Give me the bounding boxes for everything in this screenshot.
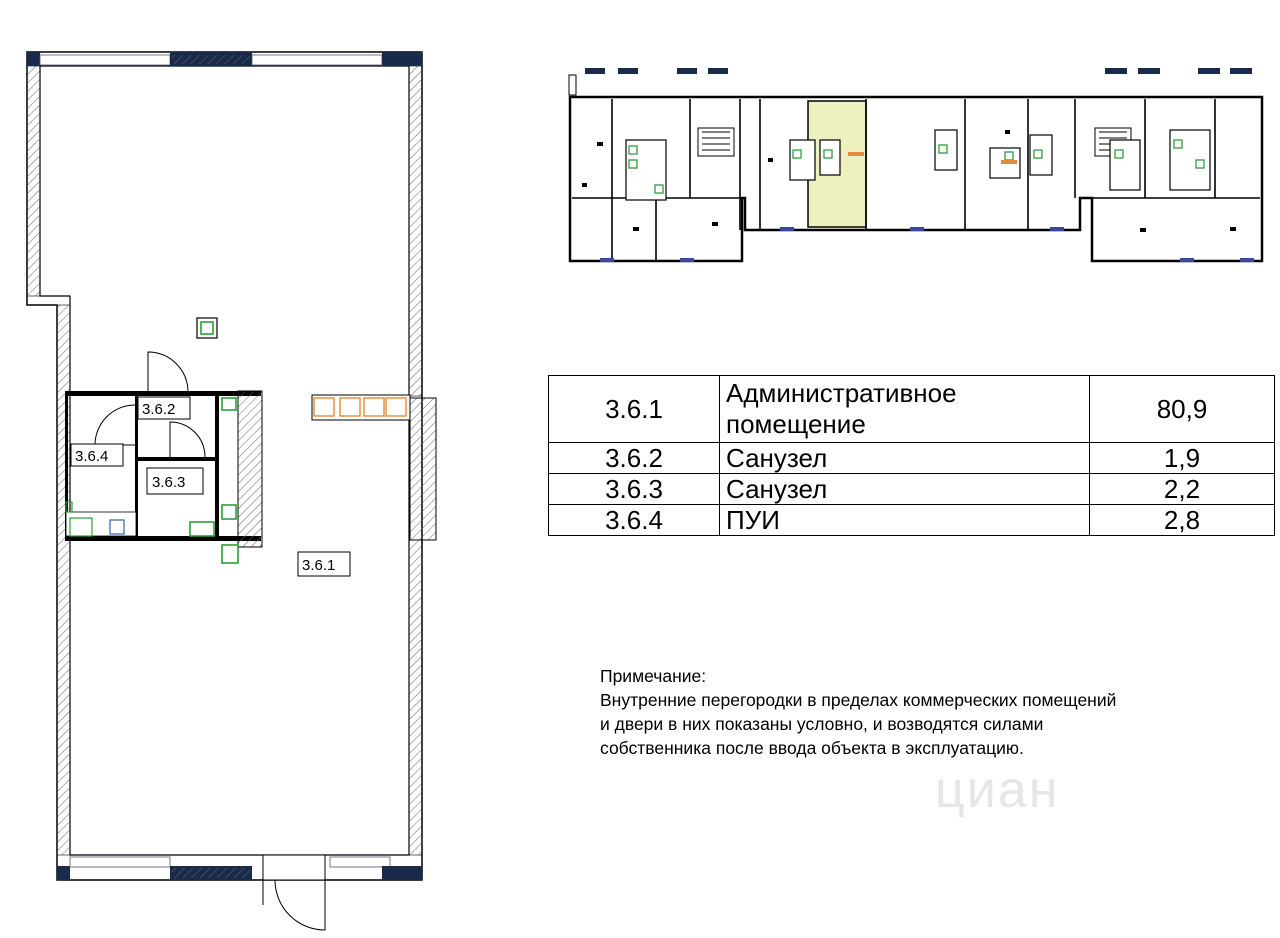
note-heading: Примечание: (600, 666, 707, 686)
room-number: 3.6.4 (548, 504, 720, 536)
wet-core (65, 351, 263, 564)
room-label-3-6-2: 3.6.2 (142, 401, 175, 418)
window (39, 54, 171, 66)
table-row: 3.6.3 Санузел 2,2 (548, 473, 1275, 505)
table-row: 3.6.4 ПУИ 2,8 (548, 504, 1275, 536)
window (329, 856, 391, 868)
key-plan (568, 68, 1264, 263)
window (69, 856, 171, 868)
column (196, 317, 218, 339)
room-label-3-6-4: 3.6.4 (75, 448, 108, 465)
room-number: 3.6.3 (548, 473, 720, 505)
room-number: 3.6.2 (548, 442, 720, 474)
room-area: 1,9 (1089, 442, 1275, 474)
entrance-door (262, 854, 326, 881)
table-row: 3.6.2 Санузел 1,9 (548, 442, 1275, 474)
room-number: 3.6.1 (548, 375, 720, 443)
room-label-3-6-3: 3.6.3 (152, 474, 185, 491)
note-text: Внутренние перегородки в пределах коммер… (600, 690, 1117, 758)
window (57, 866, 70, 880)
window (27, 52, 40, 66)
room-area: 80,9 (1089, 375, 1275, 443)
room-name: Санузел (719, 442, 1090, 474)
room-name-line2: помещение (726, 409, 866, 439)
room-name: ПУИ (719, 504, 1090, 536)
window (382, 866, 422, 880)
watermark: циан (935, 761, 1060, 819)
room-name: Санузел (719, 473, 1090, 505)
unit-plan: 3.6.2 3.6.4 3.6.3 3.6.1 (26, 51, 437, 931)
window (251, 54, 383, 66)
note: Примечание: Внутренние перегородки в пре… (600, 664, 1240, 760)
room-area: 2,8 (1089, 504, 1275, 536)
room-area: 2,2 (1089, 473, 1275, 505)
room-label-3-6-1: 3.6.1 (302, 557, 335, 574)
window (382, 52, 422, 66)
room-name-line1: Административное (726, 378, 957, 408)
